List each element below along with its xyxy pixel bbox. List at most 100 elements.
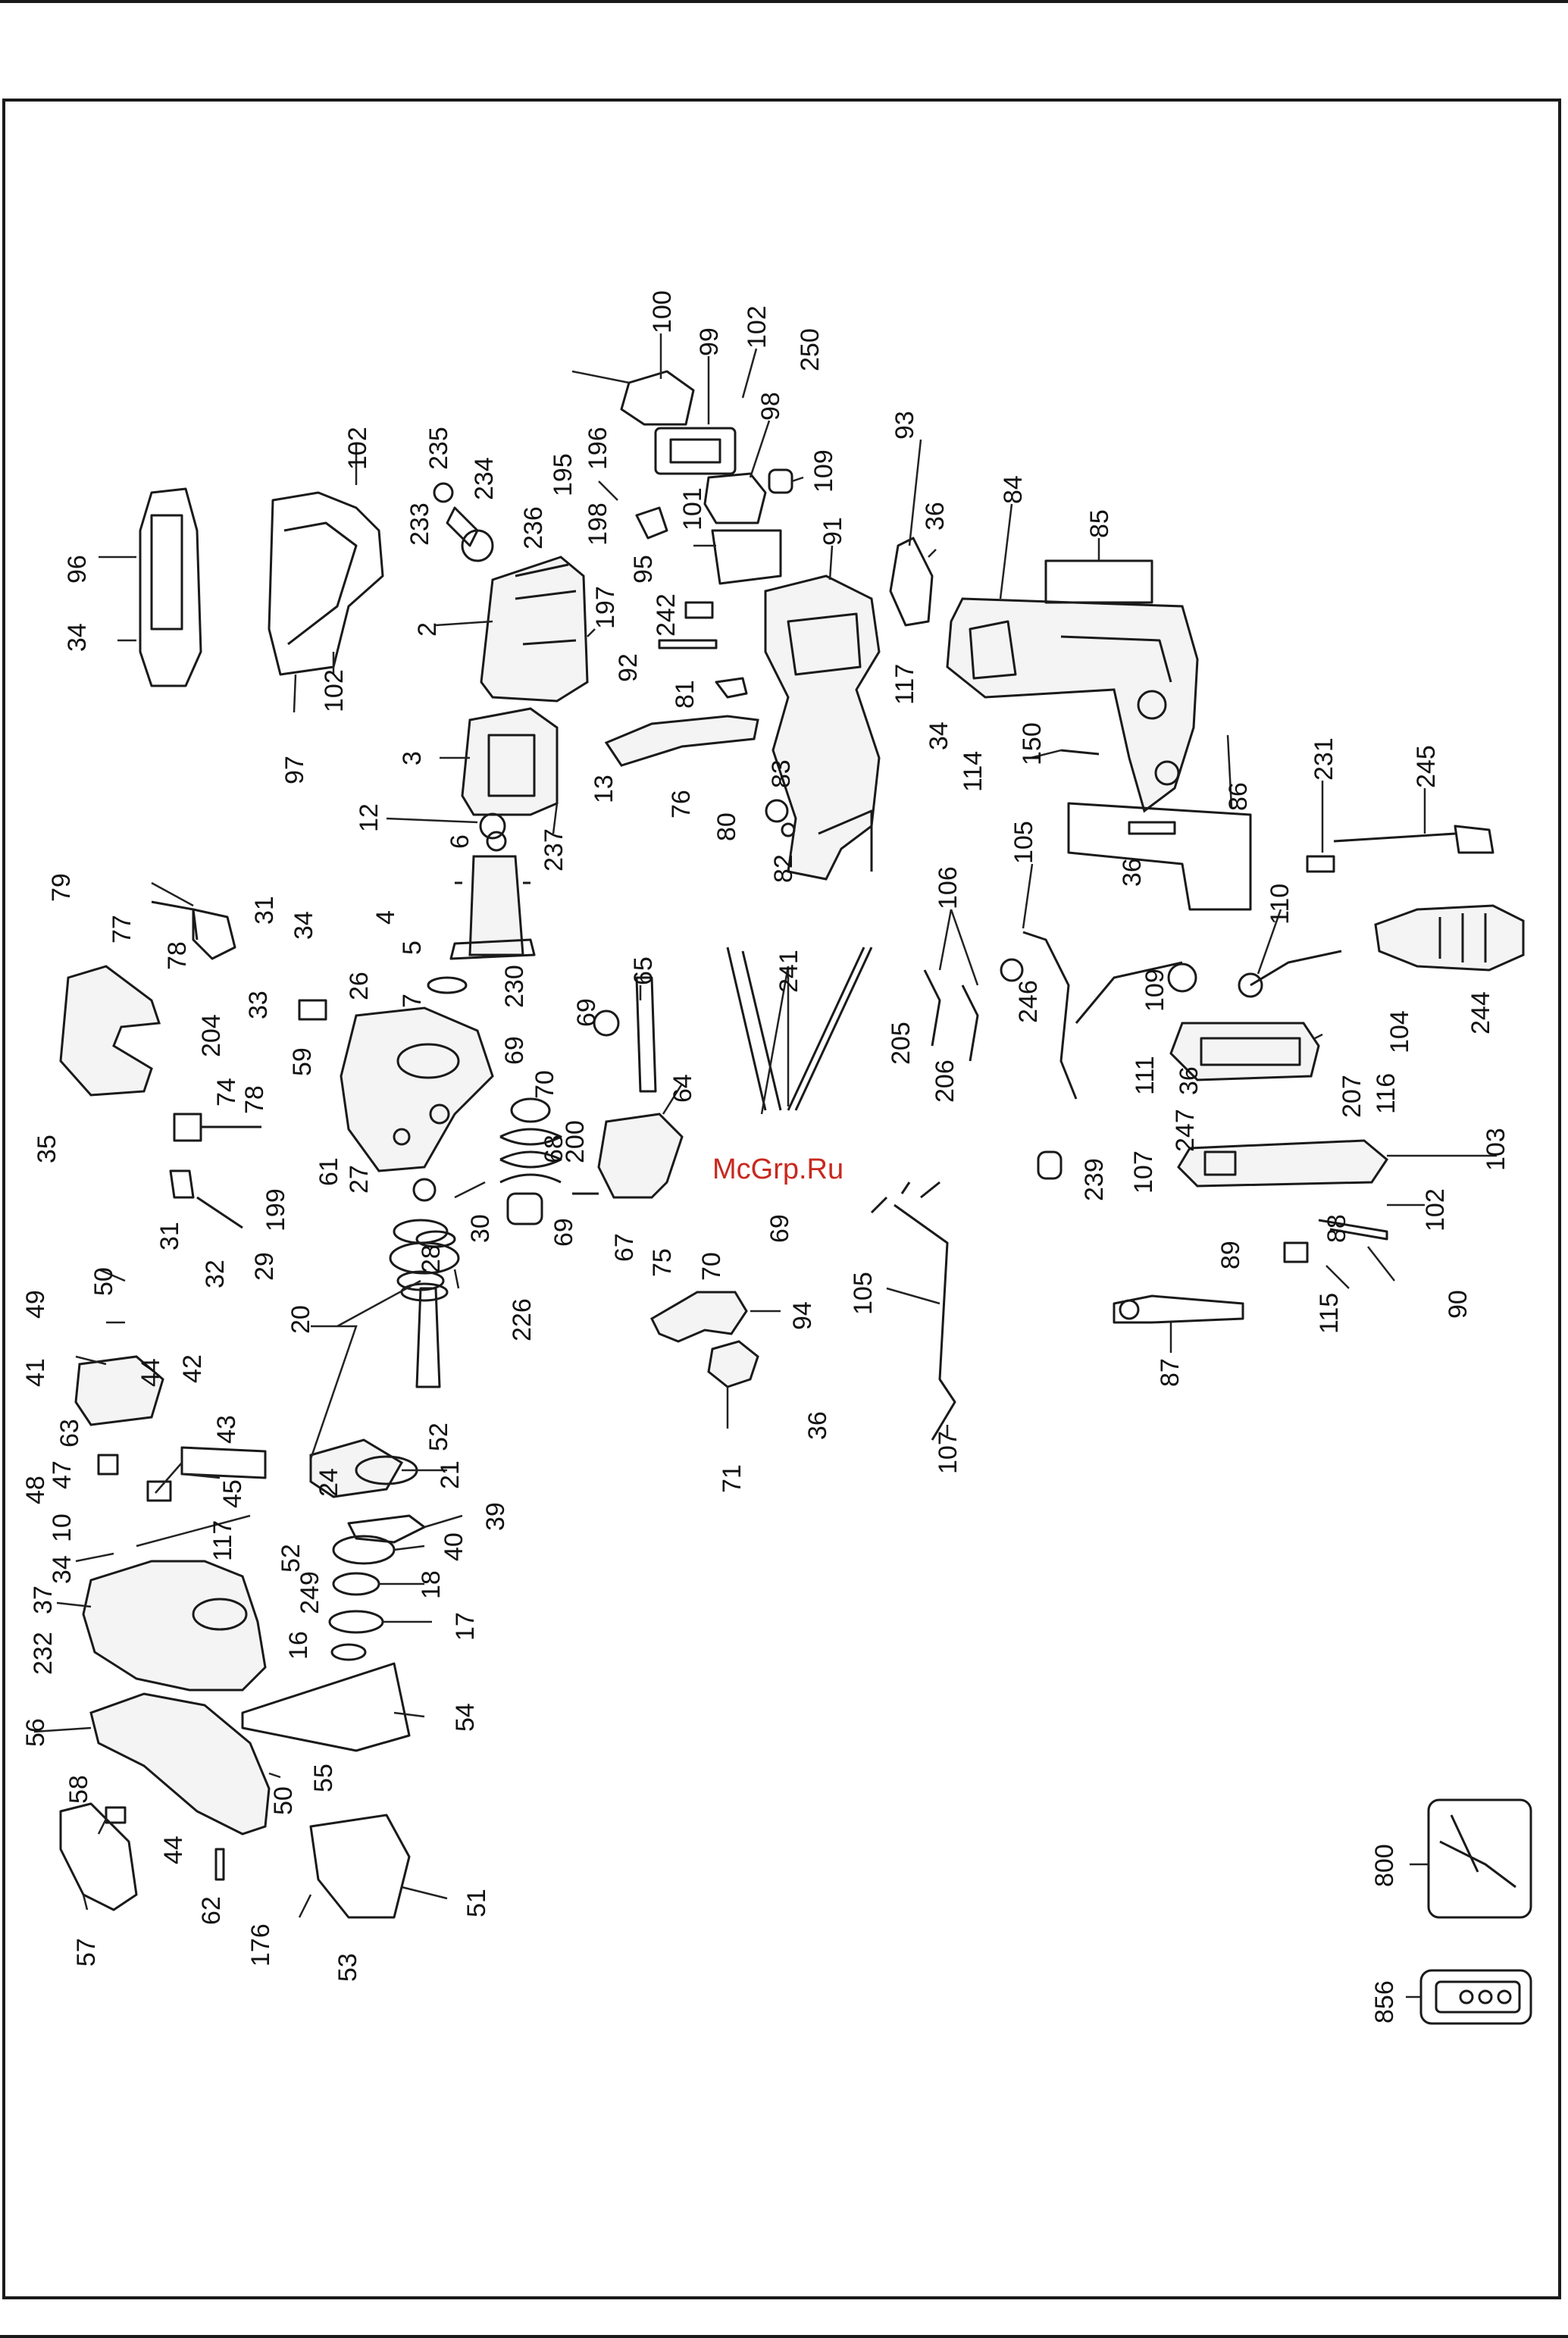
callout: 199: [261, 1188, 290, 1232]
part-51-deflector: [309, 1814, 411, 1919]
callout: 86: [1224, 782, 1253, 811]
part-shapes: [59, 370, 1532, 2025]
part-101-bracket: [711, 529, 782, 585]
callout: 69: [500, 1036, 529, 1065]
callout: 107: [934, 1431, 962, 1474]
callout: 93: [890, 411, 919, 440]
page-top-rule: [0, 0, 1568, 3]
callout: 32: [201, 1260, 230, 1288]
callout: 58: [64, 1775, 93, 1804]
callout: 12: [355, 803, 383, 832]
callout: 109: [809, 449, 838, 493]
part-41-bracket: [74, 1355, 164, 1426]
part-94-arm: [650, 1291, 748, 1343]
callout: 64: [668, 1074, 697, 1103]
callout: 78: [163, 941, 192, 970]
callout: 80: [712, 812, 741, 841]
part-26-gear-case: [340, 1006, 494, 1172]
callout: 88: [1322, 1214, 1351, 1243]
callout: 69: [572, 998, 601, 1027]
callout: 52: [277, 1544, 305, 1573]
part-64-bracket: [597, 1113, 684, 1199]
part-244-cord-guard: [1374, 904, 1525, 972]
callout: 5: [398, 941, 427, 955]
callout: 110: [1266, 884, 1294, 925]
part-37-upper-guard: [82, 1560, 267, 1692]
callout: 101: [678, 487, 707, 531]
callout: 69: [765, 1214, 794, 1243]
callout: 30: [466, 1214, 495, 1243]
callout: 82: [769, 854, 798, 883]
callout: 250: [796, 328, 825, 371]
callout: 44: [136, 1358, 165, 1387]
callout: 40: [440, 1532, 468, 1561]
callout: 4: [371, 910, 400, 925]
part-98-switch: [703, 472, 767, 524]
callout: 116: [1372, 1073, 1401, 1114]
callout: 117: [208, 1520, 237, 1561]
part-91-main-housing: [764, 574, 881, 881]
callout: 111: [1131, 1056, 1160, 1095]
callout: 245: [1412, 745, 1441, 788]
callout: 36: [1118, 858, 1147, 887]
callout: 33: [244, 991, 273, 1019]
callout: 37: [29, 1585, 58, 1614]
callout: 51: [462, 1889, 491, 1917]
callout: 90: [1444, 1290, 1473, 1319]
callout: 77: [108, 915, 136, 944]
part-85-label: [1044, 559, 1153, 604]
callout: 52: [424, 1423, 453, 1451]
callout: 36: [921, 502, 950, 531]
part-2-motor-housing: [480, 556, 589, 703]
callout: 89: [1216, 1241, 1245, 1269]
callout: 196: [584, 427, 612, 470]
callout: 75: [648, 1248, 677, 1277]
callout: 95: [629, 555, 658, 584]
part-86-plate: [1067, 802, 1252, 911]
callout: 62: [197, 1896, 226, 1925]
callout: 107: [1129, 1150, 1158, 1194]
callout: 96: [63, 555, 92, 584]
callout: 102: [320, 669, 349, 712]
callout: 102: [743, 305, 771, 349]
callout: 44: [159, 1836, 188, 1864]
callout: 115: [1315, 1293, 1344, 1334]
callout: 233: [405, 502, 434, 546]
part-71-knob: [707, 1340, 759, 1388]
part-93-plate: [889, 537, 934, 627]
callout: 24: [315, 1468, 343, 1497]
callout: 16: [284, 1631, 313, 1660]
callout: 57: [72, 1938, 101, 1967]
callout: 50: [269, 1786, 298, 1815]
callout: 97: [280, 756, 309, 784]
callout: 6: [446, 834, 474, 849]
callout: 55: [309, 1764, 338, 1792]
callout: 197: [591, 586, 620, 629]
callout: 65: [629, 956, 658, 985]
callout: 241: [775, 950, 803, 993]
callout: 231: [1310, 737, 1338, 781]
callout: 239: [1080, 1158, 1109, 1201]
callout: 102: [343, 427, 372, 470]
callout: 67: [610, 1233, 639, 1262]
callout: 235: [424, 427, 453, 470]
callout: 3: [398, 751, 427, 765]
diagram-frame: [2, 99, 1561, 2299]
callout: 105: [849, 1272, 878, 1315]
part-103-cover: [1177, 1139, 1388, 1188]
part-800-inset-box: [1427, 1798, 1532, 1919]
callout: 94: [788, 1301, 817, 1330]
callout: 195: [549, 453, 577, 496]
callout: 31: [155, 1222, 184, 1250]
part-56-lower-guard: [89, 1692, 271, 1836]
callout: 176: [246, 1923, 275, 1967]
callout: 109: [1141, 969, 1169, 1012]
callout: 83: [767, 759, 796, 788]
callout: 105: [1009, 821, 1038, 864]
callout: 18: [417, 1570, 446, 1599]
callout: 61: [315, 1157, 343, 1186]
callout: 26: [345, 972, 374, 1000]
callout: 207: [1338, 1075, 1366, 1118]
callout: 102: [1421, 1188, 1450, 1232]
watermark-text: McGrp.Ru: [712, 1153, 843, 1185]
